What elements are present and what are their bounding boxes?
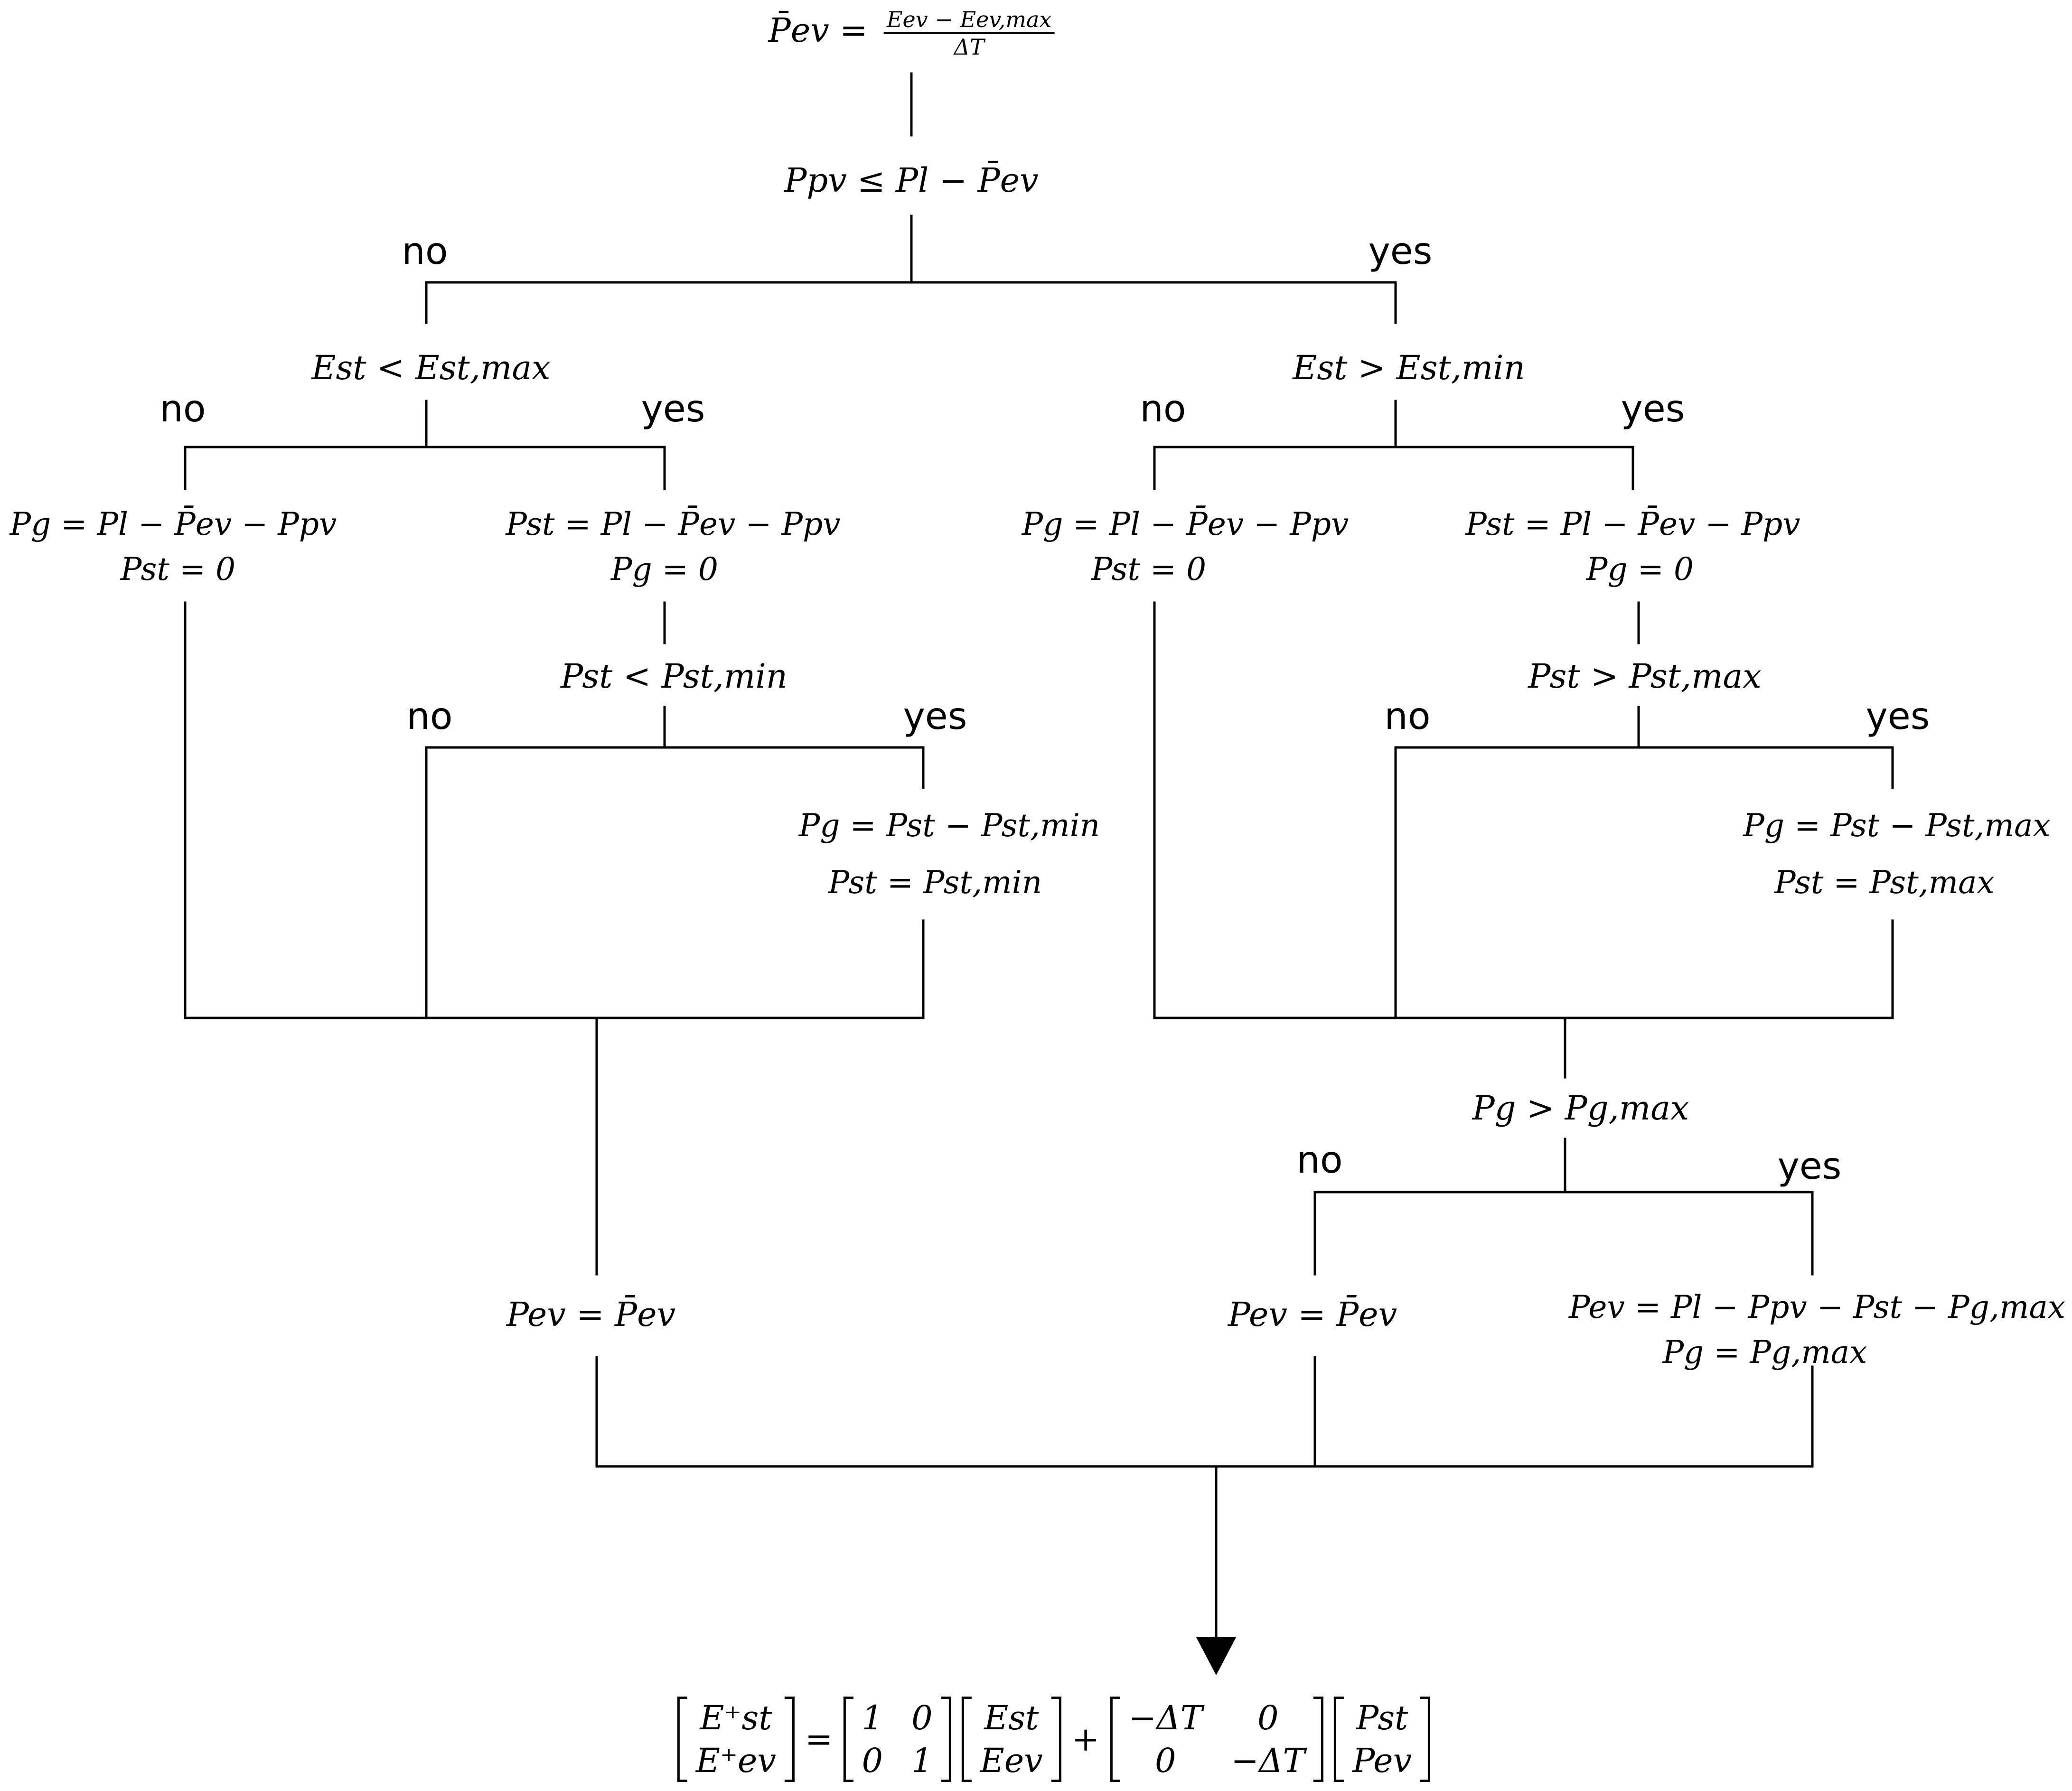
plus-sign: + [1071, 1720, 1100, 1759]
condition-est-min: Est > Est,min [1293, 348, 1525, 387]
next-state-eev: E⁺ev [695, 1741, 776, 1780]
equals-sign: = [805, 1720, 833, 1759]
matrix-input: Pst Pev [1334, 1697, 1431, 1782]
fraction-numerator: Eev − Eev,max [883, 9, 1055, 34]
condition-pv: Ppv ≤ Pl − P̄ev [784, 161, 1039, 200]
no-label-est-max: no [159, 388, 206, 430]
yes-label-est-max: yes [641, 388, 705, 430]
no-label-top: no [402, 230, 448, 273]
pev-bar-fraction: Eev − Eev,max ΔT [883, 9, 1055, 60]
right-grid-assign-1: Pg = Pl − P̄ev − Ppv [1022, 506, 1349, 542]
matrix-a-cell: 0 [862, 1741, 883, 1780]
pst-max-assign-2: Pst = Pst,max [1774, 864, 1995, 901]
pst-max-assign-1: Pg = Pst − Pst,max [1743, 807, 2051, 844]
condition-pst-max: Pst > Pst,max [1528, 657, 1762, 696]
matrix-b: −ΔT 0 0 −ΔT [1110, 1697, 1324, 1782]
no-label-est-min: no [1140, 388, 1186, 430]
yes-label-pg-max: yes [1777, 1145, 1842, 1188]
pg-max-assign-2: Pg = Pg,max [1662, 1334, 1867, 1371]
no-label-pg-max: no [1296, 1139, 1343, 1182]
no-label-pst-max: no [1384, 695, 1431, 738]
yes-label-top: yes [1368, 230, 1433, 273]
right-storage-assign-1: Pst = Pl − P̄ev − Ppv [1465, 506, 1800, 542]
left-grid-assign-1: Pg = Pl − P̄ev − Ppv [9, 506, 337, 542]
right-storage-assign-2: Pg = 0 [1586, 551, 1694, 588]
pev-bar-definition: P̄ev = Eev − Eev,max ΔT [769, 9, 1055, 58]
fraction-denominator: ΔT [954, 34, 984, 60]
input-pev: Pev [1352, 1741, 1412, 1780]
pst-min-assign-1: Pg = Pst − Pst,min [798, 807, 1100, 844]
matrix-a: 1 0 0 1 [843, 1697, 951, 1782]
matrix-b-cell: 0 [1155, 1741, 1176, 1780]
right-grid-assign-2: Pst = 0 [1091, 551, 1207, 588]
yes-label-pst-min: yes [903, 695, 967, 738]
matrix-b-cell: 0 [1257, 1698, 1279, 1737]
pg-max-assign-1: Pev = Pl − Ppv − Pst − Pg,max [1568, 1289, 2066, 1325]
matrix-a-cell: 1 [862, 1698, 883, 1737]
pst-min-assign-2: Pst = Pst,min [828, 864, 1042, 901]
matrix-next-state: E⁺st E⁺ev [677, 1697, 795, 1782]
matrix-a-cell: 1 [911, 1741, 933, 1780]
no-label-pst-min: no [406, 695, 453, 738]
yes-label-est-min: yes [1621, 388, 1685, 430]
state-eev: Eev [980, 1741, 1043, 1780]
next-state-est: E⁺st [700, 1698, 772, 1737]
yes-label-pst-max: yes [1866, 695, 1930, 738]
condition-pg-max: Pg > Pg,max [1472, 1089, 1689, 1128]
matrix-state: Est Eev [961, 1697, 1061, 1782]
left-ev-assign: Pev = P̄ev [506, 1295, 676, 1334]
arrow-head [1196, 1637, 1236, 1675]
state-est: Est [984, 1698, 1039, 1737]
matrix-a-cell: 0 [911, 1698, 933, 1737]
state-update-equation: E⁺st E⁺ev = 1 0 0 1 Est Eev + [677, 1697, 1431, 1782]
mid-ev-assign: Pev = P̄ev [1228, 1295, 1397, 1334]
matrix-b-cell: −ΔT [1128, 1698, 1203, 1737]
input-pst: Pst [1356, 1698, 1408, 1737]
pev-bar-lhs: P̄ev = [768, 11, 868, 50]
left-storage-assign-2: Pg = 0 [611, 551, 718, 588]
left-grid-assign-2: Pst = 0 [120, 551, 236, 588]
matrix-b-cell: −ΔT [1231, 1741, 1305, 1780]
condition-pst-min: Pst < Pst,min [561, 657, 788, 696]
left-storage-assign-1: Pst = Pl − P̄ev − Ppv [506, 506, 841, 542]
condition-est-max: Est < Est,max [311, 348, 551, 387]
